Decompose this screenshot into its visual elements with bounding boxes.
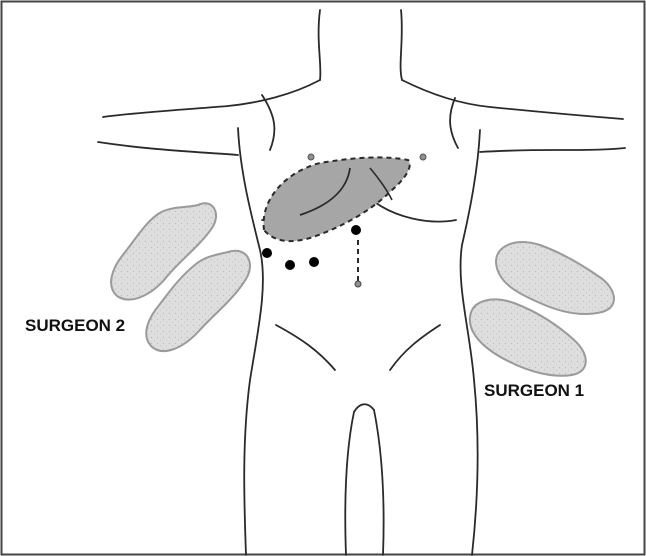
port-3 xyxy=(309,257,319,267)
surgeon-2-label: SURGEON 2 xyxy=(25,316,125,335)
port-2 xyxy=(285,260,295,270)
port-1 xyxy=(262,248,272,258)
port-4 xyxy=(351,225,361,235)
surgeon-1-label: SURGEON 1 xyxy=(484,381,584,400)
port-small xyxy=(355,281,361,287)
right-nipple xyxy=(420,154,426,160)
left-nipple xyxy=(308,154,314,160)
